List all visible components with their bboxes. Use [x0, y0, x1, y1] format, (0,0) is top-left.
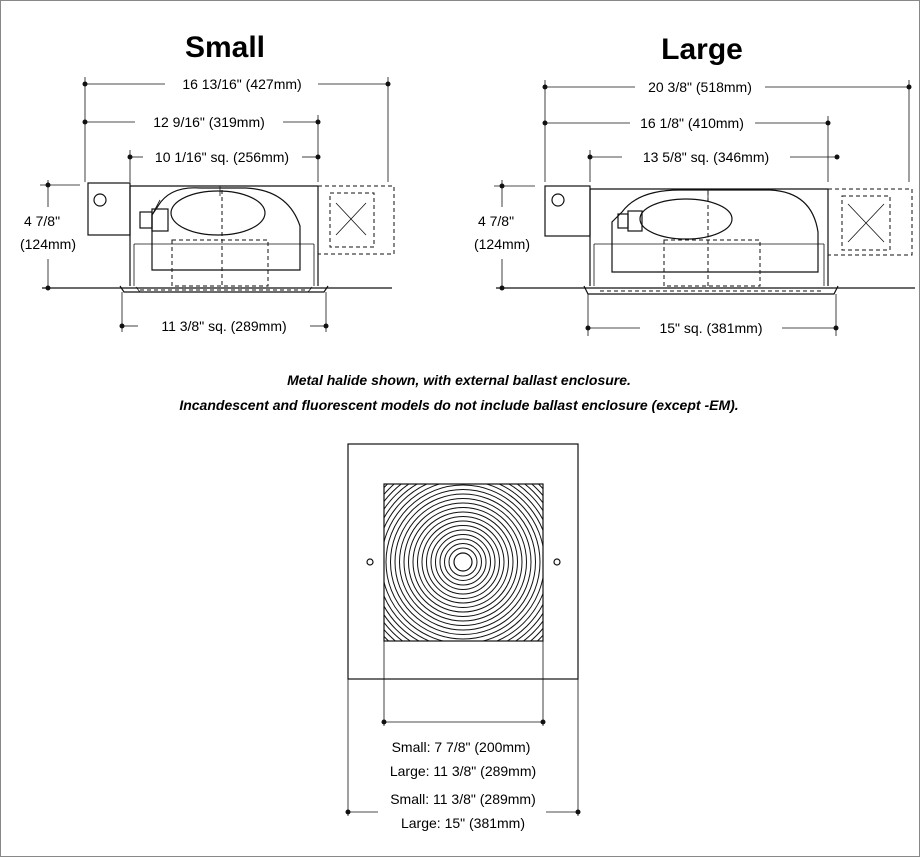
small-height-dimension: 4 7/8" (124mm): [20, 180, 80, 291]
large-overall-width-label: 20 3/8" (518mm): [648, 79, 752, 95]
lens-ring: [412, 511, 514, 613]
small-lamp: [170, 190, 266, 236]
trim-outline: [347, 443, 579, 680]
large-inner-dimension: 13 5/8" sq. (346mm): [587, 149, 840, 182]
large-mid-dimension: 16 1/8" (410mm): [542, 115, 831, 182]
lens-ring: [384, 484, 543, 641]
small-overall-dimension: 16 13/16" (427mm): [82, 76, 391, 182]
large-height-in-label: 4 7/8": [478, 213, 514, 229]
plan-inner-small-label: Small: 7 7/8" (200mm): [392, 739, 531, 755]
small-bottom-width-label: 11 3/8" sq. (289mm): [161, 318, 286, 334]
large-lamp: [639, 198, 733, 240]
small-housing: [119, 185, 329, 293]
plan-inner-large-label: Large: 11 3/8" (289mm): [390, 763, 536, 779]
lens-ring: [384, 484, 543, 641]
lens-ring: [394, 493, 532, 631]
small-junction-box: [87, 182, 131, 236]
small-section: Small 16 13/16" (427mm) 12 9/16" (319mm)…: [20, 31, 395, 334]
lens-ring: [448, 547, 478, 577]
large-height-mm-label: (124mm): [474, 236, 530, 252]
lens-ring: [384, 484, 543, 641]
lens-square: [383, 483, 544, 642]
small-mid-dimension: 12 9/16" (319mm): [82, 114, 321, 182]
plan-view: Small: 7 7/8" (200mm) Large: 11 3/8" (28…: [345, 443, 581, 831]
large-overall-dimension: 20 3/8" (518mm): [542, 79, 912, 182]
lens-ring: [399, 498, 527, 626]
large-housing: [583, 188, 839, 295]
mounting-hole-left: [366, 558, 374, 566]
lens-ring: [408, 507, 518, 617]
small-bottom-dimension: 11 3/8" sq. (289mm): [119, 292, 329, 334]
large-height-dimension: 4 7/8" (124mm): [474, 180, 535, 291]
large-knockout: [551, 193, 565, 207]
large-section: Large 20 3/8" (518mm) 16 1/8" (410mm) 13…: [474, 33, 915, 336]
small-title: Small: [185, 31, 265, 64]
lens-ring: [439, 538, 487, 586]
mounting-hole-right: [553, 558, 561, 566]
small-overall-width-label: 16 13/16" (427mm): [182, 76, 301, 92]
lens-ring: [444, 543, 482, 581]
lens-center: [453, 552, 473, 572]
lens-ring: [384, 484, 543, 641]
small-mid-width-label: 12 9/16" (319mm): [153, 114, 265, 130]
lens-ring: [426, 525, 500, 599]
lens-ring: [435, 534, 491, 590]
concentric-lens-rings: [384, 484, 543, 641]
lens-ring: [384, 484, 543, 641]
lens-ring: [390, 489, 536, 635]
large-ballast-enclosure: [827, 188, 913, 256]
small-knockout: [93, 193, 107, 207]
large-junction-box: [544, 185, 591, 237]
lens-ring: [421, 520, 505, 604]
plan-outer-small-label: Small: 11 3/8" (289mm): [390, 791, 536, 807]
lens-ring: [385, 484, 541, 640]
large-inner-width-label: 13 5/8" sq. (346mm): [643, 149, 769, 165]
lens-ring: [403, 502, 523, 622]
large-title: Large: [661, 33, 743, 66]
large-bottom-width-label: 15" sq. (381mm): [659, 320, 762, 336]
small-height-in-label: 4 7/8": [24, 213, 60, 229]
small-inner-width-label: 10 1/16" sq. (256mm): [155, 149, 289, 165]
plan-outer-large-label: Large: 15" (381mm): [401, 815, 525, 831]
lens-ring: [430, 529, 496, 595]
large-bottom-dimension: 15" sq. (381mm): [585, 294, 839, 336]
lens-ring: [417, 516, 509, 608]
small-height-mm-label: (124mm): [20, 236, 76, 252]
plan-inner-dimension: Small: 7 7/8" (200mm) Large: 11 3/8" (28…: [381, 641, 546, 779]
small-inner-dimension: 10 1/16" sq. (256mm): [127, 149, 321, 182]
plan-outer-dimension: Small: 11 3/8" (289mm) Large: 15" (381mm…: [345, 679, 581, 831]
large-mid-width-label: 16 1/8" (410mm): [640, 115, 744, 131]
small-ballast-enclosure: [317, 185, 395, 255]
note-line-1: Metal halide shown, with external ballas…: [287, 372, 631, 388]
note-line-2: Incandescent and fluorescent models do n…: [179, 397, 738, 413]
